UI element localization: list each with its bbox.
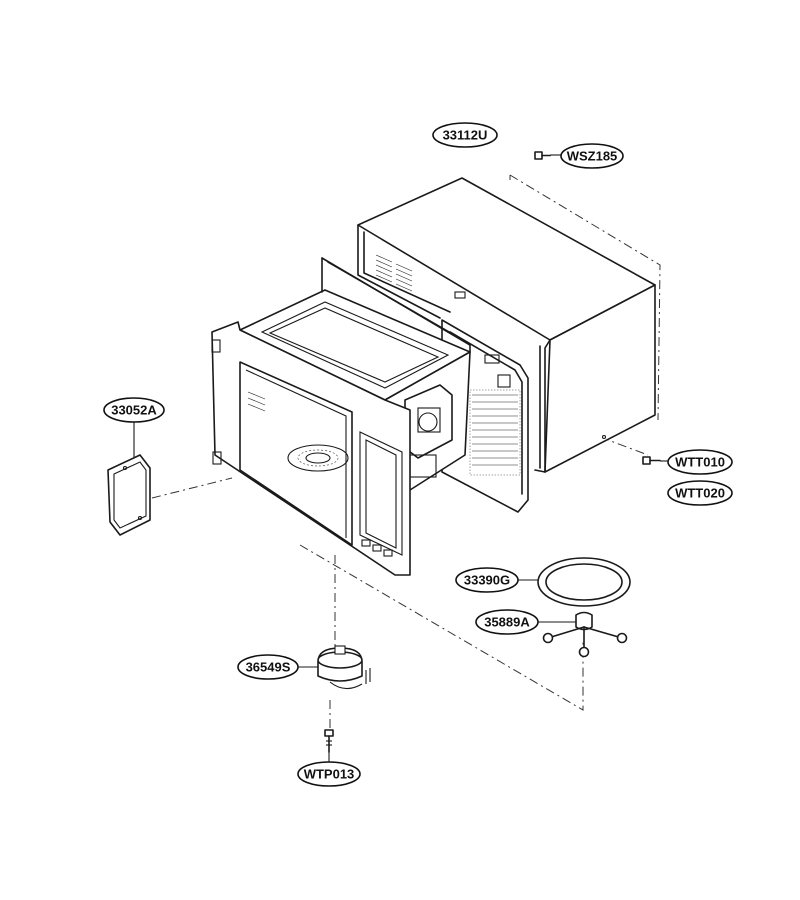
callout-WTP013: WTP013	[297, 752, 361, 787]
label-33390G: 33390G	[464, 573, 510, 588]
outer-case	[357, 177, 656, 473]
case-vent-slots	[375, 254, 413, 292]
callout-35889A: 35889A	[475, 609, 576, 635]
label-WTP013: WTP013	[304, 767, 355, 782]
callout-WSZ185: WSZ185	[550, 143, 624, 169]
rear-vent-grid	[469, 389, 521, 476]
label-33112U: 33112U	[443, 128, 488, 143]
glass-tray-part	[537, 557, 631, 607]
leader-lines	[151, 174, 661, 735]
turntable-motor-part	[317, 645, 371, 690]
roller-guide-part	[542, 611, 628, 658]
callout-33112U: 33112U	[432, 122, 498, 148]
waveguide-cover-part	[107, 454, 151, 536]
label-WTT020: WTT020	[675, 486, 725, 501]
label-35889A: 35889A	[484, 615, 530, 630]
screw-wtt010	[642, 456, 661, 465]
callout-33052A: 33052A	[103, 397, 165, 458]
label-33052A: 33052A	[111, 403, 157, 418]
label-WTT010: WTT010	[675, 455, 725, 470]
screw-wtp013	[324, 729, 334, 753]
callout-WTT020: WTT020	[667, 480, 733, 506]
oven-cavity	[211, 257, 471, 576]
label-WSZ185: WSZ185	[567, 149, 618, 164]
callout-33390G: 33390G	[455, 567, 538, 593]
screw-wsz185	[534, 151, 551, 160]
label-36549S: 36549S	[246, 660, 291, 675]
callout-WTT010: WTT010	[660, 449, 733, 475]
callout-36549S: 36549S	[237, 654, 318, 680]
